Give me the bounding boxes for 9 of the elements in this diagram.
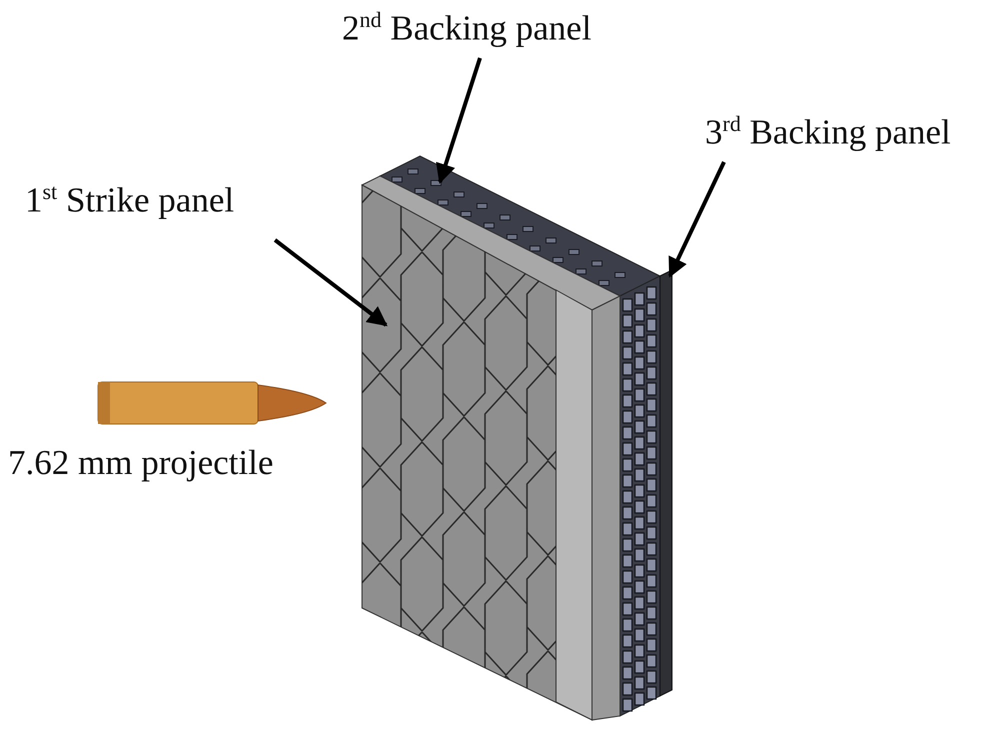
strike-panel bbox=[360, 175, 622, 721]
part-label: 2$^{nd}$ Backing panel bbox=[342, 8, 592, 48]
part-label: 7.62 mm projectile bbox=[8, 444, 274, 482]
part-label: 3$^{rd}$ Backing panel bbox=[705, 112, 951, 152]
backing-plate bbox=[660, 269, 672, 697]
leader-arrow bbox=[436, 57, 482, 184]
leader-arrow bbox=[668, 161, 726, 278]
leader-arrow bbox=[274, 238, 388, 327]
part-label: 1$^{st}$ Strike panel bbox=[25, 180, 234, 220]
